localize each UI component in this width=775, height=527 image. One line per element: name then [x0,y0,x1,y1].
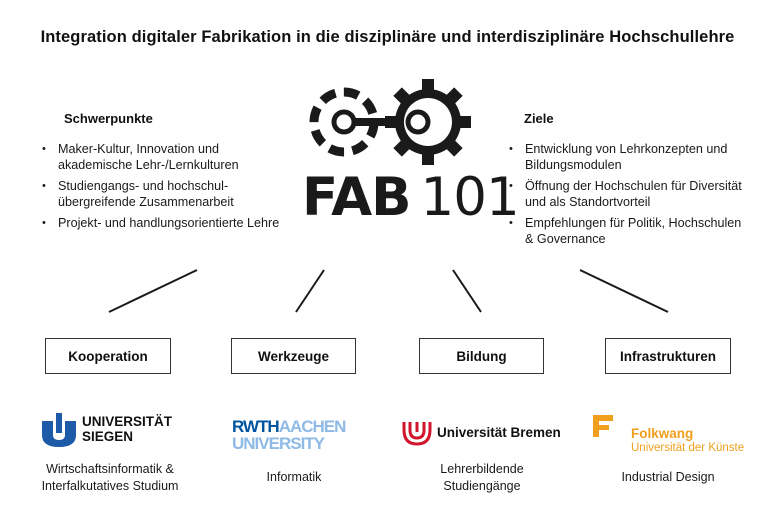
box-kooperation: Kooperation [45,338,171,374]
left-bullet-list: Maker-Kultur, Innovation und akademische… [40,141,280,236]
folkwang-caption: Industrial Design [593,469,743,486]
right-bullet-item: Empfehlungen für Politik, Hochschulen & … [507,215,747,247]
folkwang-logo-line1: Folkwang [631,426,694,441]
box-bildung: Bildung [419,338,544,374]
caption-line: Wirtschaftsinformatik & [46,462,174,476]
bremen-emblem-icon [402,422,432,446]
left-heading: Schwerpunkte [64,111,153,126]
left-bullet-item: Maker-Kultur, Innovation und akademische… [40,141,280,173]
number-text: 101 [420,167,520,228]
caption-line: Industrial Design [621,470,715,484]
right-bullet-item: Entwicklung von Lehrkonzepten und Bildun… [507,141,747,173]
bremen-logo-text: Universität Bremen [437,425,561,440]
siegen-logo-line2: SIEGEN [82,429,134,444]
rwth-text: RWTH [232,417,280,436]
caption-line: Informatik [266,470,322,484]
left-bullet-item: Studiengangs- und hochschul-übergreifend… [40,178,280,210]
bremen-caption: Lehrerbildende Studiengänge [402,461,562,495]
fab101-logo-icon [309,79,471,165]
caption-line: Studiengänge [443,479,521,493]
siegen-logo: UNIVERSITÄT SIEGEN [40,413,190,449]
page-title: Integration digitaler Fabrikation in die… [40,28,735,46]
left-bullet-item: Projekt- und handlungsorientierte Lehre [40,215,280,231]
folkwang-logo: Folkwang Universität der Künste [591,413,751,457]
aachen-caption: Informatik [224,469,364,486]
connector-line [452,269,482,313]
box-werkzeuge: Werkzeuge [231,338,356,374]
siegen-emblem-icon [42,413,76,447]
siegen-caption: Wirtschaftsinformatik & Interfalkutative… [20,461,200,495]
right-bullet-list: Entwicklung von Lehrkonzepten und Bildun… [507,141,747,252]
connector-line [579,269,669,313]
bremen-logo: Universität Bremen [401,420,566,448]
gear-icon [385,79,471,165]
fab-text: FAB [302,167,412,228]
university-text: UNIVERSITY [232,434,325,453]
connector-line [295,269,325,313]
connector-line [108,269,198,313]
caption-line: Lehrerbildende [440,462,524,476]
aachen-text: AACHEN [278,417,347,436]
right-bullet-item: Öffnung der Hochschulen für Diversität u… [507,178,747,210]
siegen-logo-line1: UNIVERSITÄT [82,414,173,429]
folkwang-logo-line2: Universität der Künste [631,442,745,454]
right-heading: Ziele [524,111,554,126]
box-infrastrukturen: Infrastrukturen [605,338,731,374]
rwth-logo: RWTHAACHEN UNIVERSITY [232,418,362,458]
caption-line: Interfalkutatives Studium [41,479,179,493]
folkwang-f-icon [593,415,613,437]
